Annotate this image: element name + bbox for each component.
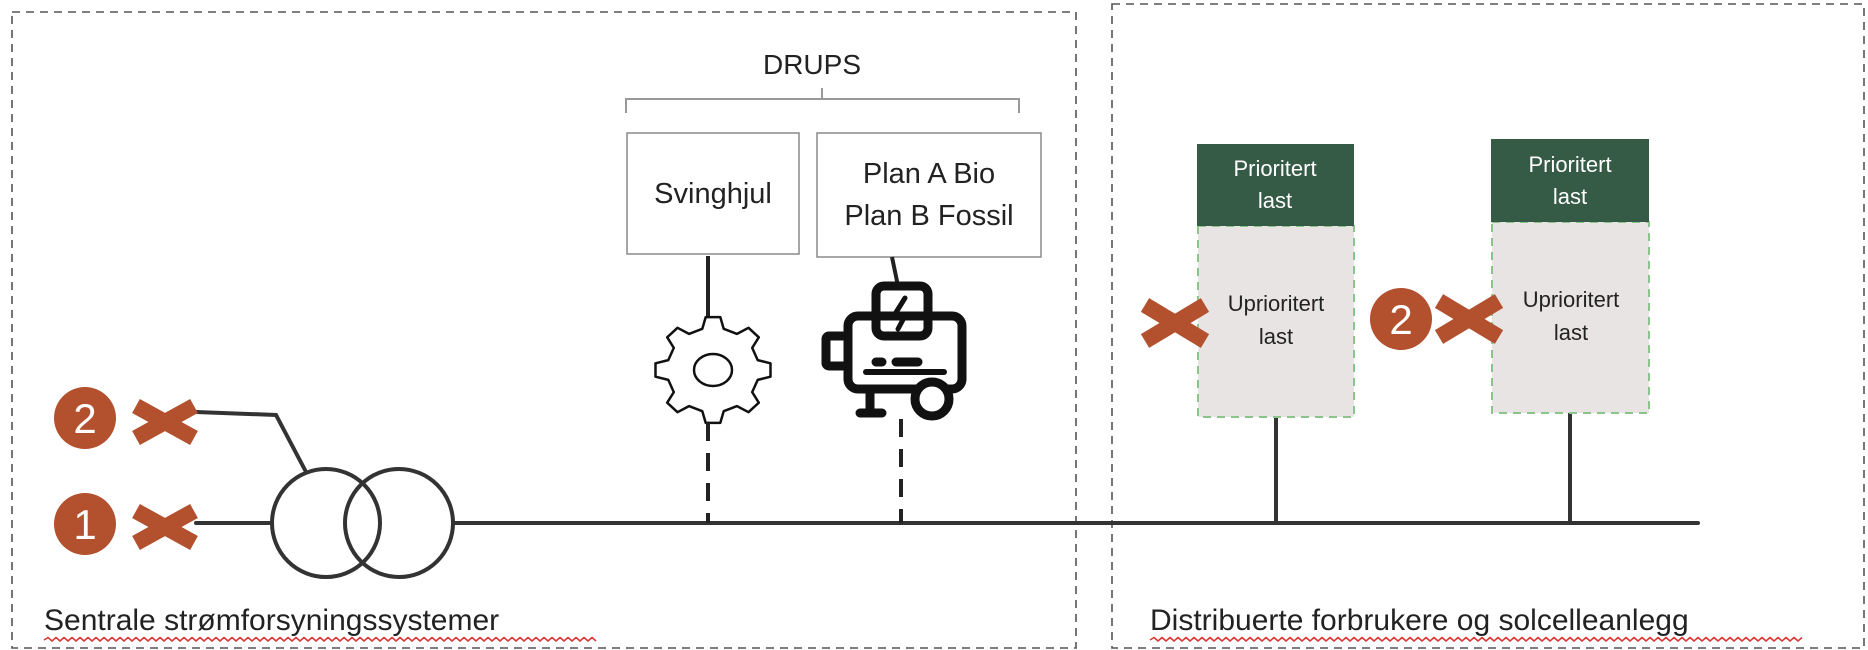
load-1-unpriority-line1: Uprioritert: [1228, 291, 1325, 316]
transformer-icon: [270, 467, 455, 579]
breaker-x-icon-1-left: [132, 503, 198, 551]
distributed-region-border: [1111, 3, 1865, 649]
breaker-x-icon-2-left: [132, 398, 198, 446]
central-region-label: Sentrale strømforsyningssystemer: [44, 604, 499, 637]
breaker-x-icon-load-1: [1140, 298, 1210, 348]
svg-text:1: 1: [73, 501, 96, 548]
plan-b-label: Plan B Fossil: [844, 200, 1013, 232]
generator-plan-box: [816, 132, 1042, 258]
load-2-priority-line2: last: [1553, 184, 1587, 209]
load-2-priority-line1: Prioritert: [1528, 152, 1611, 177]
generator-icon: [821, 281, 967, 421]
central-region-border: [11, 11, 1077, 649]
drups-bracket: [625, 88, 1020, 113]
spellcheck-underline-right: [1149, 636, 1803, 642]
load-2-unpriority-body: [1491, 221, 1650, 414]
svg-text:2: 2: [1389, 296, 1412, 343]
badge-2-right: 2: [1370, 288, 1432, 350]
gear-icon: [654, 315, 772, 425]
load-1-unpriority-line2: last: [1259, 324, 1293, 349]
load-1-priority-line1: Prioritert: [1233, 156, 1316, 181]
drups-label: DRUPS: [763, 49, 861, 80]
load-1-unpriority-body: [1197, 225, 1355, 418]
badge-2-left: 2: [54, 387, 116, 449]
load-1-priority-header: [1197, 144, 1354, 226]
generator-connector: [890, 256, 900, 287]
plan-a-label: Plan A Bio: [863, 158, 995, 190]
feed-line-2: [194, 410, 307, 472]
load-1-priority-line2: last: [1258, 188, 1292, 213]
svg-text:2: 2: [73, 395, 96, 442]
flywheel-box: [626, 132, 800, 255]
load-2-unpriority-line1: Uprioritert: [1523, 287, 1620, 312]
flywheel-label: Svinghjul: [654, 178, 772, 210]
spellcheck-underline-left: [43, 636, 597, 642]
badge-1-left: 1: [54, 493, 116, 555]
load-2-unpriority-line2: last: [1554, 320, 1588, 345]
breaker-x-icon-load-2: [1434, 294, 1504, 344]
distributed-region-label: Distribuerte forbrukere og solcelleanleg…: [1150, 604, 1689, 637]
load-2-priority-header: [1491, 139, 1649, 222]
